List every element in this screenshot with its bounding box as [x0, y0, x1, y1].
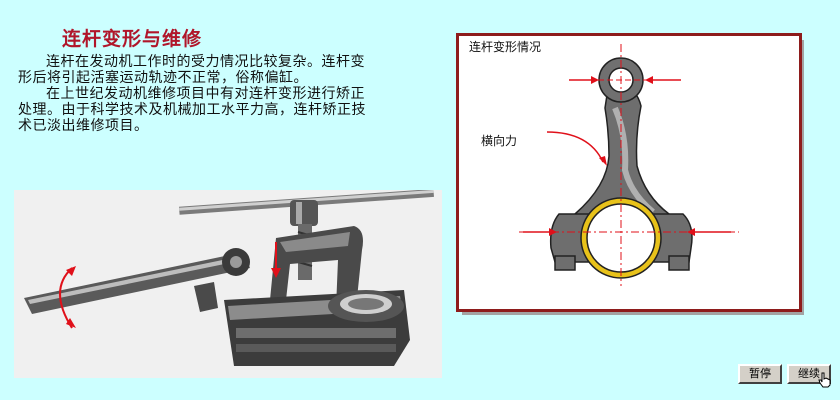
conrod-diagram-panel: 连杆变形情况 横向力	[456, 33, 802, 312]
paragraph-1: 连杆在发动机工作时的受力情况比较复杂。连杆变形后将引起活塞运动轨迹不正常，俗称偏…	[18, 54, 365, 86]
description-text: 连杆在发动机工作时的受力情况比较复杂。连杆变形后将引起活塞运动轨迹不正常，俗称偏…	[18, 54, 368, 134]
paragraph-2: 在上世纪发动机维修项目中有对连杆变形进行矫正处理。由于科学技术及机械加工水平力高…	[18, 86, 366, 134]
hand-cursor-icon	[818, 372, 832, 392]
continue-button[interactable]: 继续	[787, 364, 831, 384]
straightening-tool-image	[14, 190, 442, 378]
page-title: 连杆变形与维修	[62, 28, 203, 50]
lateral-force-label: 横向力	[481, 134, 518, 148]
pause-button[interactable]: 暂停	[738, 364, 782, 384]
diagram-title: 连杆变形情况	[469, 40, 542, 54]
